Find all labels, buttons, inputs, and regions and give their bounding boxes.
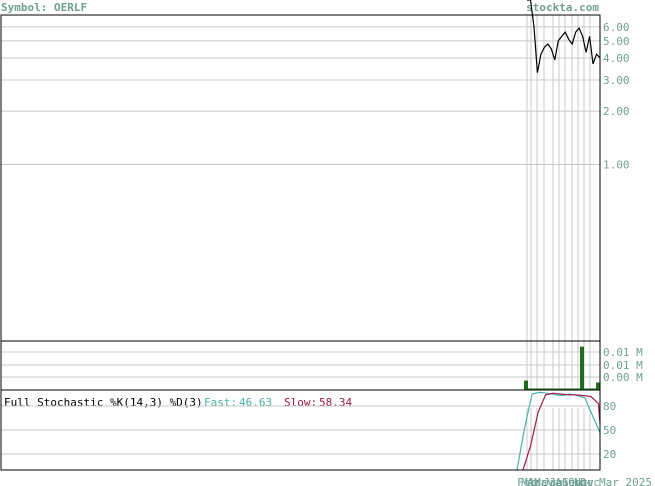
fast-stochastic-line xyxy=(516,391,601,471)
stochastic-tick-label: 20 xyxy=(603,448,616,461)
volume-bar xyxy=(584,388,588,390)
volume-bar xyxy=(564,388,568,390)
x-tick-label: Oct xyxy=(568,476,588,486)
fast-value: 46.63 xyxy=(239,396,272,409)
price-tick-label: 5.00 xyxy=(603,35,630,48)
stochastic-panel: Full Stochastic %K(14,3) %D(3) Fast: 46.… xyxy=(0,389,616,471)
x-tick-label: Jul xyxy=(549,476,569,486)
price-tick-label: 6.00 xyxy=(603,21,630,34)
volume-bar xyxy=(532,388,536,390)
slow-value: 58.34 xyxy=(319,396,352,409)
volume-bar xyxy=(548,388,552,390)
volume-bar xyxy=(568,388,572,390)
stochastic-tick-label: 80 xyxy=(603,400,616,413)
price-frame xyxy=(0,14,601,342)
price-tick-label: 4.00 xyxy=(603,52,630,65)
slow-stochastic-line xyxy=(522,392,601,471)
price-panel: 6.005.00 4.00 3.00 2.00 1.00 xyxy=(0,0,630,342)
x-tick-label: Apr xyxy=(527,476,547,486)
site-label: stockta.com xyxy=(526,1,599,14)
volume-tick-label: 0.00 M xyxy=(603,371,643,384)
price-tick-label: 1.00 xyxy=(603,158,630,171)
x-tick-label: Sep xyxy=(562,476,582,486)
volume-bar xyxy=(560,388,564,390)
volume-bar xyxy=(524,380,528,390)
price-tick-label: 2.00 xyxy=(603,105,630,118)
stochastic-tick-label: 50 xyxy=(603,424,616,437)
volume-bar xyxy=(576,388,580,390)
x-tick-label: May xyxy=(534,476,554,486)
volume-bar xyxy=(596,382,600,390)
price-tick-label: 3.00 xyxy=(603,74,630,87)
volume-bar xyxy=(556,388,560,390)
x-tick-label: Nov xyxy=(574,476,594,486)
price-line xyxy=(527,0,601,73)
x-tick-label: Mar xyxy=(521,476,541,486)
volume-bar xyxy=(588,388,592,390)
x-tick-label: Dec xyxy=(580,476,600,486)
fast-label: Fast: xyxy=(204,396,237,409)
volume-bar xyxy=(580,346,584,390)
volume-tick-label: 0.01 M xyxy=(603,346,643,359)
volume-bar xyxy=(572,388,576,390)
x-tick-label: Mar 2025 xyxy=(599,476,652,486)
volume-panel: 0.01 M0.01 M0.00 M xyxy=(0,340,643,391)
stochastic-title: Full Stochastic %K(14,3) %D(3) xyxy=(4,396,203,409)
x-tick-label: Feb xyxy=(517,476,537,486)
stochastic-frame xyxy=(0,389,601,471)
volume-bar xyxy=(536,388,540,390)
symbol-label: Symbol: OERLF xyxy=(1,1,87,14)
volume-bar xyxy=(528,388,532,390)
volume-bar xyxy=(540,388,544,390)
x-tick-label: Jun xyxy=(543,476,563,486)
volume-bar xyxy=(544,388,548,390)
volume-tick-label: 0.01 M xyxy=(603,359,643,372)
volume-bar xyxy=(592,388,596,390)
x-tick-label: Aug xyxy=(555,476,575,486)
slow-label: Slow: xyxy=(284,396,317,409)
volume-bar xyxy=(552,388,556,390)
